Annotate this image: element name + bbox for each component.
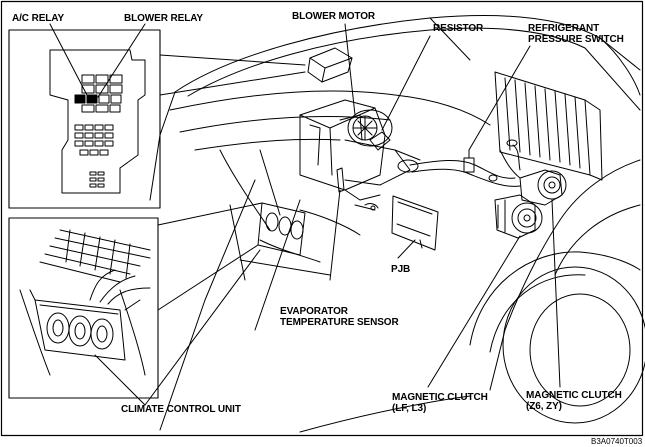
vehicle-body-outline	[149, 14, 645, 433]
center-console-main	[257, 202, 306, 256]
label-resistor: RESISTOR	[433, 23, 484, 34]
compressor-lf-l3	[494, 194, 543, 239]
relay-box-inset	[8, 29, 161, 209]
inset-2-connector	[157, 202, 263, 311]
label-evaporator-line2: TEMPERATURE SENSOR	[280, 317, 399, 328]
label-clutch-z6-line1: MAGNETIC CLUTCH	[526, 390, 622, 401]
leader-lines	[49, 23, 561, 406]
pjb-box	[391, 195, 439, 251]
label-evaporator-line1: EVAPORATOR	[280, 306, 348, 317]
figure-frame	[0, 0, 644, 437]
label-refrigerant-line1: REFRIGERANT	[528, 23, 600, 34]
condenser	[494, 71, 603, 181]
label-refrigerant-line2: PRESSURE SWITCH	[528, 34, 624, 45]
figure-code: B3A0740T003	[591, 437, 643, 446]
compressor-z6-zy	[506, 139, 567, 206]
label-ac-relay: A/C RELAY	[12, 13, 65, 24]
evaporator-sensor	[336, 167, 379, 211]
dash-junction-box	[307, 47, 353, 83]
inset-1-connector	[159, 54, 306, 96]
blower-unit	[299, 99, 421, 211]
climate-unit-inset	[8, 217, 159, 399]
label-clutch-z6-line2: (Z6, ZY)	[526, 401, 562, 412]
refrigerant-lines	[409, 149, 521, 187]
label-clutch-lf-line1: MAGNETIC CLUTCH	[392, 392, 488, 403]
label-blower-relay: BLOWER RELAY	[124, 13, 203, 24]
label-blower-motor: BLOWER MOTOR	[292, 11, 376, 22]
label-clutch-lf-line2: (LF, L3)	[392, 403, 427, 414]
label-pjb: PJB	[391, 264, 411, 275]
label-climate-control-unit: CLIMATE CONTROL UNIT	[121, 404, 241, 415]
